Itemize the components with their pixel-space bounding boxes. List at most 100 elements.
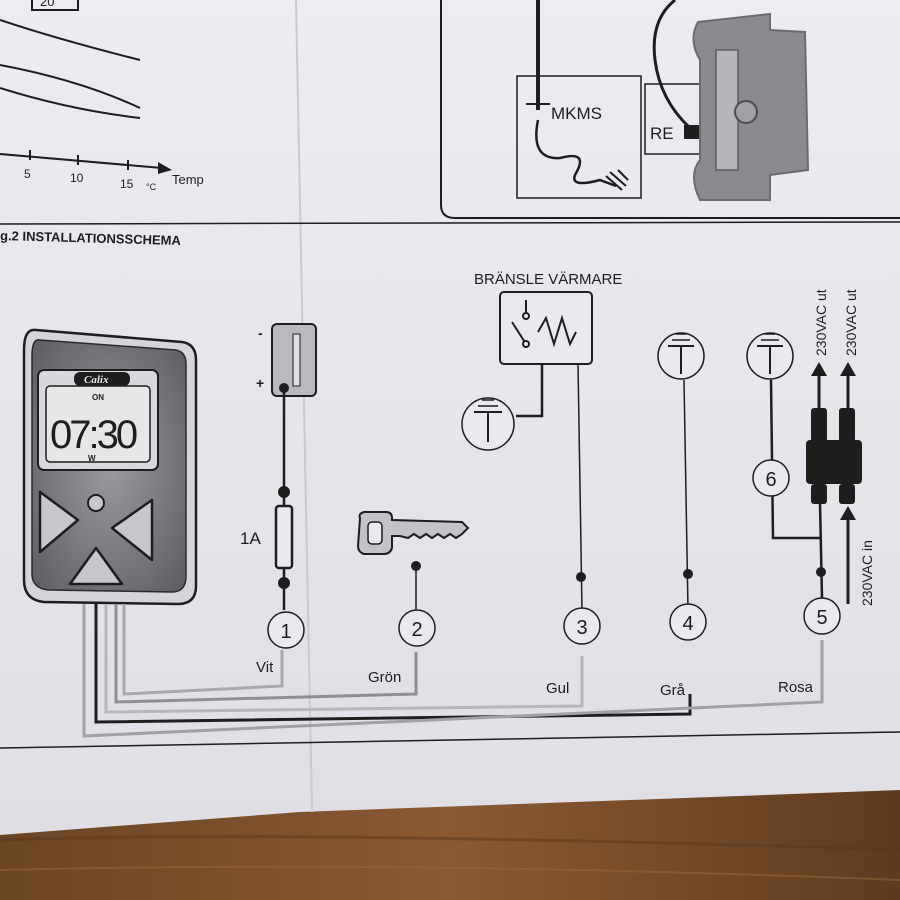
timer-brand-badge (74, 372, 130, 386)
section-divider (0, 221, 900, 225)
heater-unit-knob (734, 100, 758, 124)
terminal-2-number: 2 (411, 619, 422, 641)
re-cable (652, 0, 692, 130)
ground-symbol-6 (746, 332, 794, 380)
wire-relay-to-5 (818, 503, 824, 599)
timer-brand-logo: Calix (84, 374, 109, 386)
terminal-4-wire-label: Grå (660, 682, 686, 699)
wire-heater-to-3 (577, 363, 583, 611)
terminal-6-number: 6 (765, 469, 776, 491)
cable-gul (104, 604, 584, 714)
paper-fold (295, 0, 313, 813)
graph-tick-label-5: 5 (24, 167, 31, 181)
section-title: g.2 INSTALLATIONSSCHEMA (0, 228, 182, 248)
relay-node-5 (816, 567, 826, 577)
relay-plug-bottom-right (839, 484, 855, 504)
cable-vit (122, 604, 284, 696)
ignition-sensor-strip (292, 333, 301, 387)
ignition-key (356, 511, 470, 612)
heater-box (499, 291, 593, 365)
terminal-4: 4 (669, 603, 707, 641)
mkms-label: MKMS (551, 104, 602, 123)
graph-curve-3 (0, 87, 141, 119)
terminal-3-number: 3 (576, 617, 587, 639)
power-in-label: 230VAC in (859, 540, 875, 606)
terminal-5: 5 (803, 597, 841, 635)
fuse-circuit: - + 1A (240, 323, 317, 610)
fuse-rating-label: 1A (240, 529, 261, 548)
cable-gra (94, 604, 692, 724)
terminal-5-wire-label: Rosa (778, 679, 814, 696)
terminal-1-number: 1 (280, 621, 291, 643)
graph-corner-digit: 20 (40, 0, 54, 9)
graph-unit-label: °C (146, 182, 157, 192)
fuse-node-top (278, 486, 290, 498)
terminal-2-wire-label: Grön (368, 669, 401, 686)
cable-gron (114, 604, 418, 704)
key-slot (367, 521, 383, 545)
relay-plug-left (811, 408, 827, 442)
timer-on-label: ON (92, 393, 104, 402)
power-out-label-1: 230VAC ut (813, 289, 829, 356)
timer-time-display: 07:30 (50, 413, 137, 457)
graph-x-arrowhead (158, 162, 172, 174)
heater-element-icon (537, 314, 577, 348)
fuse-minus-label: - (258, 325, 263, 341)
bottom-border-line (0, 731, 900, 749)
terminal-3-wire-label: Gul (546, 680, 569, 697)
arrow-up-right-icon (840, 362, 856, 376)
heater-switch-contact-top (522, 312, 530, 320)
timer-left-button[interactable] (38, 490, 80, 554)
terminal-3: 3 (563, 607, 601, 645)
mkms-plug-icon (605, 169, 629, 191)
terminal-1: 1 (267, 611, 305, 649)
terminal-2: 2 (398, 609, 436, 647)
heater-title: BRÄNSLE VÄRMARE (474, 271, 622, 288)
cable-bundle (0, 604, 900, 749)
timer-right-button[interactable] (110, 498, 154, 562)
relay-plug-right (839, 408, 855, 442)
cable-rosa (82, 604, 824, 738)
terminal-4-number: 4 (682, 613, 693, 635)
ground-symbol-heater (461, 397, 515, 451)
graph-corner-box (31, 0, 79, 11)
ground-node-4 (683, 569, 693, 579)
terminal-6: 6 (752, 459, 790, 497)
fuel-heater: BRÄNSLE VÄRMARE (474, 271, 622, 611)
panel-frame (440, 0, 900, 219)
fuse-symbol (274, 504, 294, 570)
wire-ground-to-relay (769, 379, 820, 540)
heater-switch-blade (511, 321, 527, 345)
graph-tick-label-15: 15 (120, 177, 134, 191)
heater-assembly-panel: MKMS RE (440, 0, 900, 219)
heater-node (576, 572, 586, 582)
heater-ground-wire (516, 364, 544, 418)
fuse-node-bottom (278, 577, 290, 589)
graph-axis-label: Temp (172, 172, 204, 187)
timer-device: Calix ON 07:30 W (22, 328, 198, 606)
timer-w-label: W (88, 454, 96, 463)
temperature-graph: 20 5 10 15 °C Temp (0, 0, 204, 192)
arrow-up-left-icon (811, 362, 827, 376)
graph-x-axis (0, 153, 163, 169)
terminal-5-number: 5 (816, 607, 827, 629)
heater-switch-contact-bottom (522, 340, 530, 348)
mkms-wire (535, 119, 617, 188)
mkms-box (516, 75, 642, 199)
relay-plug-bottom-left (811, 484, 827, 504)
terminal-1-wire-label: Vit (256, 659, 274, 676)
ground-symbol-4 (657, 332, 705, 380)
power-out-label-2: 230VAC ut (843, 289, 859, 356)
power-relay: 230VAC ut 230VAC ut 230VAC in (769, 289, 875, 606)
relay-body (806, 440, 862, 484)
graph-tick-label-10: 10 (70, 171, 84, 185)
re-label: RE (650, 124, 674, 143)
arrow-up-input-icon (840, 506, 856, 520)
key-icon (356, 511, 470, 555)
graph-curve-2 (0, 64, 141, 109)
fuse-plus-label: + (256, 375, 264, 391)
timer-bottom-button[interactable] (68, 546, 124, 586)
timer-indicator-light (87, 494, 105, 512)
graph-curve-1 (0, 19, 141, 61)
